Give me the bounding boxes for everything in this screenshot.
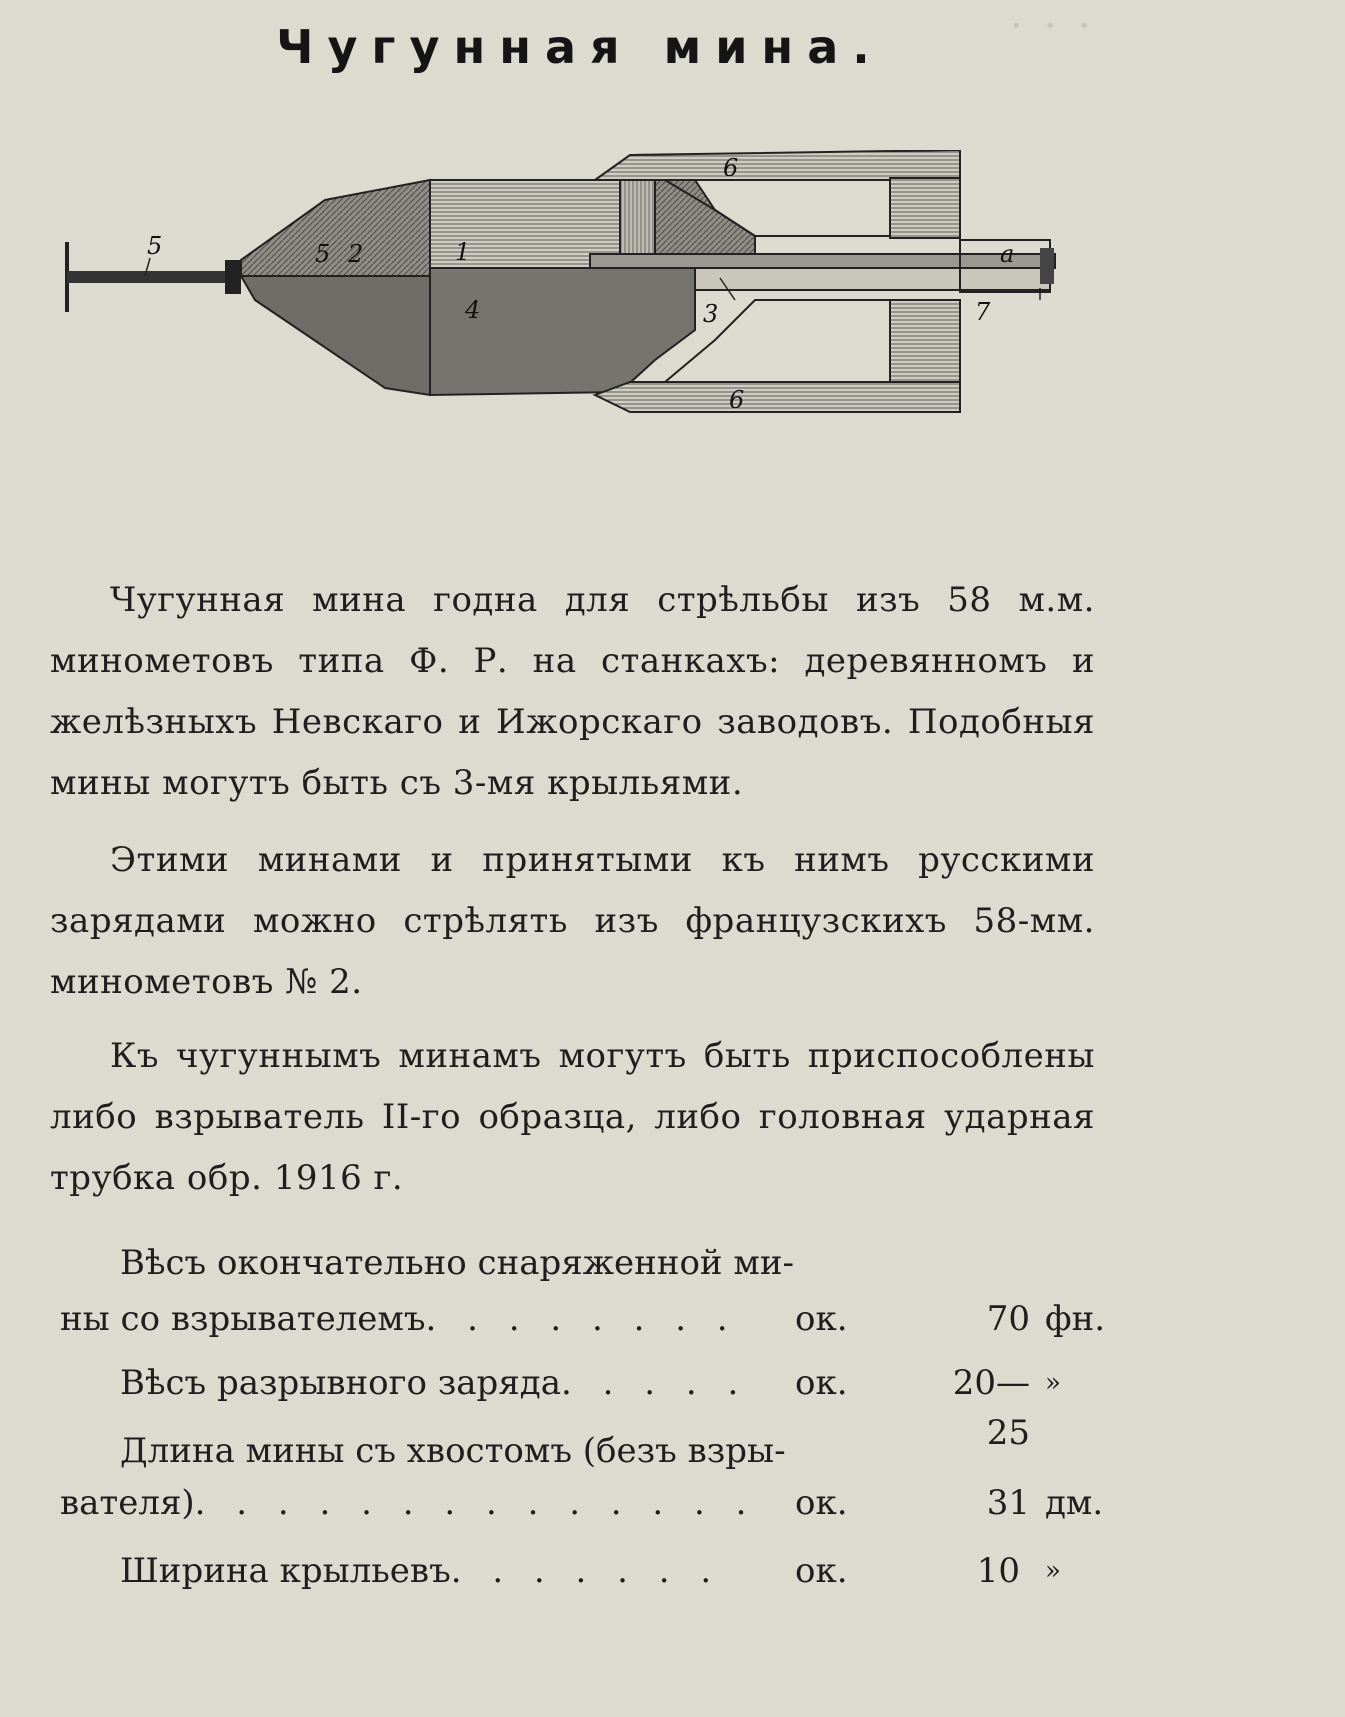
page-title: Чугунная мина. xyxy=(276,20,884,74)
wing-bottom-frame xyxy=(662,299,891,383)
body-charge xyxy=(429,267,696,397)
spec-wing-width: Ширина крыльевъ. . . . . . . ок. 10 » xyxy=(60,1546,1100,1596)
spec-value: 20—25 xyxy=(952,1363,1030,1453)
wing-bottom xyxy=(592,381,961,413)
callout-1: 1 xyxy=(455,238,470,266)
spec-label: Вѣсъ разрывного заряда xyxy=(120,1363,561,1403)
spec-label-line2-wrap: вателя). . . . . . . . . . . . . . xyxy=(60,1478,756,1528)
spec-label-line2: вателя) xyxy=(60,1483,195,1523)
callout-6-top: 6 xyxy=(723,154,738,182)
spec-label-line2-wrap: ны со взрывателемъ. . . . . . . . xyxy=(60,1294,738,1344)
spec-leader: . . . . . . . . xyxy=(425,1299,738,1339)
wing-bottom-block xyxy=(889,299,961,383)
handwritten-mark: · · · xyxy=(1010,1,1095,50)
spec-ok: ок. xyxy=(795,1551,848,1591)
spec-unit: » xyxy=(1045,1368,1061,1398)
spec-label-line2: ны со взрывателемъ xyxy=(60,1299,426,1339)
spec-length: Длина мины съ хвостомъ (безъ взры- вател… xyxy=(60,1426,1103,1536)
spec-label-wrap: Ширина крыльевъ. . . . . . . xyxy=(60,1546,800,1596)
callout-2: 2 xyxy=(347,240,363,268)
callout-a: a xyxy=(1000,240,1014,268)
spec-label-line1: Вѣсъ окончательно снаряженной ми- xyxy=(120,1243,794,1283)
callout-7: 7 xyxy=(975,298,991,326)
mine-cross-section: 5 5 2 1 4 3 6 6 7 a xyxy=(65,150,1056,414)
callout-3: 3 xyxy=(703,300,718,328)
spec-value: 70 xyxy=(986,1299,1030,1339)
spec-ok: ок. xyxy=(795,1363,848,1403)
spec-value: 10 xyxy=(976,1551,1020,1591)
nose-cone-lower xyxy=(239,275,431,397)
paragraph-russian-charges: Этими минами и принятыми къ нимъ русским… xyxy=(50,840,1095,1002)
wing-top-frame xyxy=(661,179,891,237)
wing-top xyxy=(591,150,961,181)
callout-4: 4 xyxy=(464,296,480,324)
spec-unit: » xyxy=(1045,1556,1061,1586)
paragraph-fuzes: Къ чугуннымъ минамъ могутъ быть приспосо… xyxy=(50,1036,1095,1198)
callout-5b: 5 xyxy=(315,240,330,268)
nose-cone-upper xyxy=(240,178,431,277)
tail-end xyxy=(1040,248,1054,284)
spec-ok: ок. xyxy=(795,1299,848,1339)
spec-unit: дм. xyxy=(1045,1483,1104,1523)
spec-unit: фн. xyxy=(1045,1299,1106,1339)
callout-5a: 5 xyxy=(147,232,162,260)
tail-tube-upper xyxy=(589,253,1056,269)
paragraph-usage: Чугунная мина годна для стрѣльбы изъ 58 … xyxy=(50,580,1095,803)
spec-bursting-charge: Вѣсъ разрывного заряда. . . . . ок. 20—2… xyxy=(60,1358,1100,1453)
callout-6-bottom: 6 xyxy=(729,386,744,414)
striker-rod xyxy=(65,242,241,312)
spec-ok: ок. xyxy=(795,1483,848,1523)
mine-diagram: 5 5 2 1 4 3 6 6 7 a xyxy=(55,150,1115,440)
spec-label: Ширина крыльевъ xyxy=(120,1551,451,1591)
wing-top-block xyxy=(889,177,961,239)
spec-leader: . . . . . . . xyxy=(450,1551,722,1591)
spec-label-line1: Длина мины съ хвостомъ (безъ взры- xyxy=(120,1431,786,1471)
tail-tube xyxy=(694,267,1051,291)
spec-label-wrap: Вѣсъ разрывного заряда. . . . . xyxy=(60,1358,800,1408)
spec-leader: . . . . . . . . . . . . . . xyxy=(194,1483,757,1523)
spec-value: 31 xyxy=(986,1483,1030,1523)
spec-total-weight: Вѣсъ окончательно снаряженной ми- ны со … xyxy=(60,1238,1105,1348)
spec-leader: . . . . . xyxy=(560,1363,749,1403)
